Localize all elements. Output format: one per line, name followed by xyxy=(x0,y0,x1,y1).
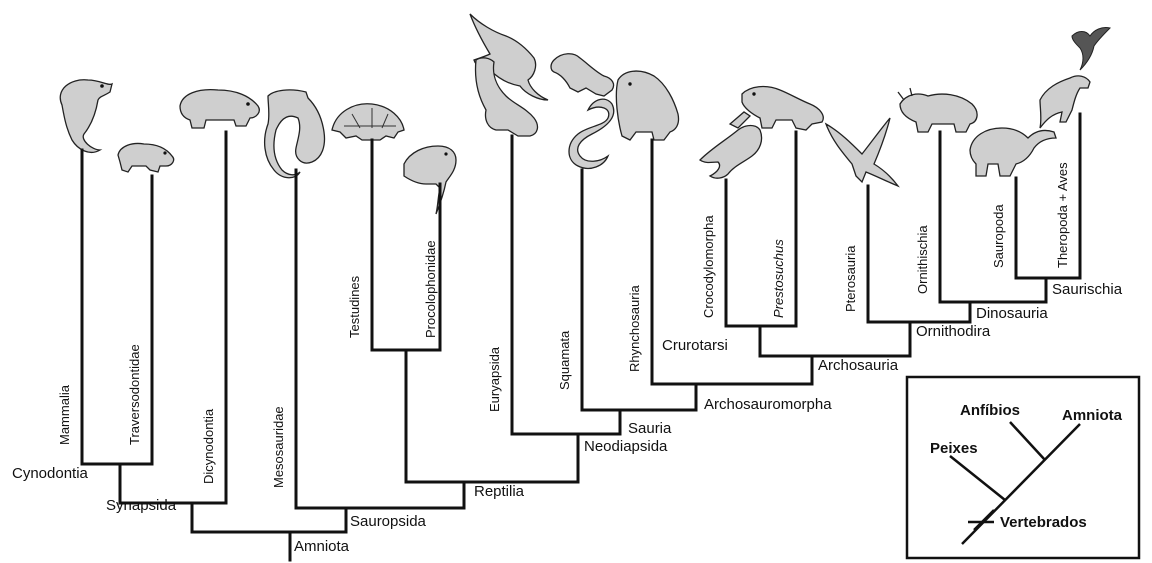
tip-label-procolophonidae: Procolophonidae xyxy=(423,240,438,338)
node-label-saurischia: Saurischia xyxy=(1052,281,1123,298)
tip-label-traversodontidae: Traversodontidae xyxy=(127,344,142,445)
tip-label-testudines: Testudines xyxy=(347,275,362,338)
node-label-archosauria: Archosauria xyxy=(818,357,899,374)
pterosaur-silhouette xyxy=(826,118,898,186)
inset-label-anfibios: Anfíbios xyxy=(960,402,1020,419)
cynodont-silhouette xyxy=(60,80,112,153)
tip-label-squamata: Squamata xyxy=(557,330,572,390)
inset-label-peixes: Peixes xyxy=(930,440,978,457)
inset-label-amniota: Amniota xyxy=(1062,407,1123,424)
node-label-amniota: Amniota xyxy=(294,538,350,555)
node-label-cynodontia: Cynodontia xyxy=(12,465,89,482)
turtle-silhouette xyxy=(332,104,404,140)
sauropod-silhouette xyxy=(970,128,1056,176)
inset-label-vertebrados: Vertebrados xyxy=(1000,514,1087,531)
rhynchosaur-silhouette xyxy=(616,71,678,140)
node-label-crurotarsi: Crurotarsi xyxy=(662,337,728,354)
lizard-silhouette xyxy=(551,54,614,96)
tip-label-crocodylomorpha: Crocodylomorpha xyxy=(701,215,716,318)
tip-label-rhynchosauria: Rhynchosauria xyxy=(627,285,642,372)
node-label-dinosauria: Dinosauria xyxy=(976,305,1048,322)
prestosuchus-silhouette xyxy=(742,87,823,130)
node-label-archosauromorpha: Archosauromorpha xyxy=(704,396,832,413)
node-label-sauria: Sauria xyxy=(628,420,672,437)
dicynodont-silhouette xyxy=(180,90,259,128)
node-label-neodiapsida: Neodiapsida xyxy=(584,438,668,455)
ceratopsian-silhouette xyxy=(898,88,977,132)
crocodile-silhouette xyxy=(700,112,762,178)
tip-label-sauropoda: Sauropoda xyxy=(991,204,1006,268)
node-label-synapsida: Synapsida xyxy=(106,497,177,514)
tip-label-mesosauridae: Mesosauridae xyxy=(271,406,286,488)
snake-silhouette xyxy=(569,99,614,168)
mesosaur-silhouette xyxy=(265,90,325,178)
bird-silhouette xyxy=(1072,27,1110,70)
node-label-sauropsida: Sauropsida xyxy=(350,513,427,530)
tip-label-dicynodontia: Dicynodontia xyxy=(201,408,216,484)
traversodontid-silhouette xyxy=(118,143,174,172)
tip-label-euryapsida: Euryapsida xyxy=(487,346,502,412)
node-label-reptilia: Reptilia xyxy=(474,483,525,500)
tip-label-ornithischia: Ornithischia xyxy=(915,225,930,294)
procolophonid-silhouette xyxy=(404,146,456,214)
tip-label-prestosuchus: Prestosuchus xyxy=(771,239,786,318)
tip-label-theropoda-aves: Theropoda + Aves xyxy=(1055,162,1070,268)
node-label-ornithodira: Ornithodira xyxy=(916,323,991,340)
tip-label-mammalia: Mammalia xyxy=(57,384,72,445)
vertebrate-inset: Peixes Anfíbios Amniota Vertebrados xyxy=(907,377,1139,558)
theropod-silhouette xyxy=(1040,76,1090,128)
tip-label-pterosauria: Pterosauria xyxy=(843,245,858,312)
